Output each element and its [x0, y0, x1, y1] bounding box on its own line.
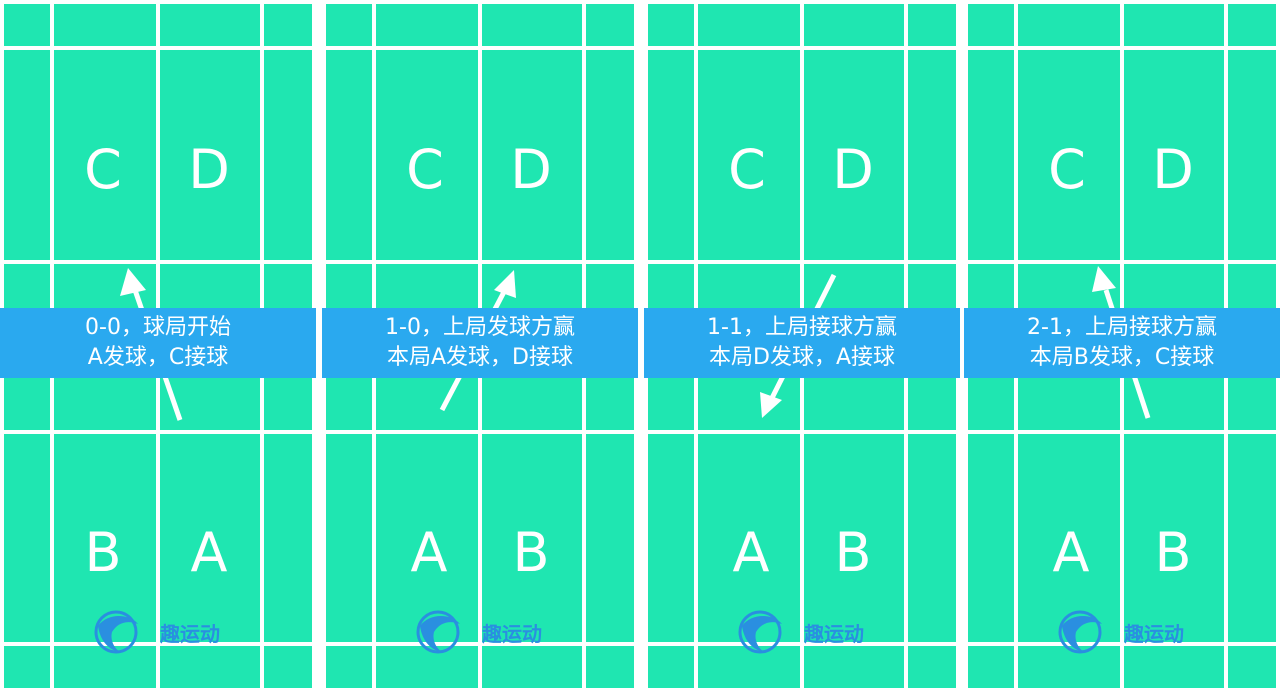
banner-line-2: 本局A发球，D接球: [387, 345, 573, 370]
logo-text: 趣运动: [160, 622, 220, 646]
score-banner: 1-0，上局发球方赢 本局A发球，D接球: [322, 308, 638, 378]
score-banner: 1-1，上局接球方赢 本局D发球，A接球: [644, 308, 960, 378]
banner-line-2: 本局D发球，A接球: [709, 345, 895, 370]
banner-line-1: 1-0，上局发球方赢: [385, 315, 575, 340]
court-panel-4: C D A B 2-1，上局接球方赢 本局B发球，C接球 趣运动: [964, 0, 1280, 692]
player-label: A: [1052, 521, 1090, 584]
player-label: D: [510, 138, 552, 201]
player-label: A: [732, 521, 770, 584]
player-label: B: [834, 521, 872, 584]
banner-line-1: 0-0，球局开始: [85, 315, 231, 340]
dolphin-logo-icon: [738, 610, 782, 654]
player-label: B: [1154, 521, 1192, 584]
court-panel-3: C D A B 1-1，上局接球方赢 本局D发球，A接球 趣运动: [644, 0, 960, 692]
dolphin-logo-icon: [1058, 610, 1102, 654]
player-label: B: [84, 521, 122, 584]
score-banner: 2-1，上局接球方赢 本局B发球，C接球: [964, 308, 1280, 378]
banner-line-1: 2-1，上局接球方赢: [1027, 315, 1217, 340]
player-label: C: [84, 138, 122, 201]
player-label: D: [1152, 138, 1194, 201]
player-label: C: [1048, 138, 1086, 201]
player-label: D: [188, 138, 230, 201]
player-label: C: [406, 138, 444, 201]
banner-line-1: 1-1，上局接球方赢: [707, 315, 897, 340]
logo-text: 趣运动: [482, 622, 542, 646]
court-panel-1: C D B A 0-0，球局开始 A发球，C接球 趣运动: [0, 0, 316, 692]
logo-text: 趣运动: [804, 622, 864, 646]
dolphin-logo-icon: [94, 610, 138, 654]
player-label: B: [512, 521, 550, 584]
banner-line-2: A发球，C接球: [87, 345, 229, 370]
player-label: D: [832, 138, 874, 201]
player-label: A: [190, 521, 228, 584]
player-label: C: [728, 138, 766, 201]
court-panel-2: C D A B 1-0，上局发球方赢 本局A发球，D接球 趣运动: [322, 0, 638, 692]
player-label: A: [410, 521, 448, 584]
dolphin-logo-icon: [416, 610, 460, 654]
banner-line-2: 本局B发球，C接球: [1029, 345, 1215, 370]
score-banner: 0-0，球局开始 A发球，C接球: [0, 308, 316, 378]
logo-text: 趣运动: [1124, 622, 1184, 646]
